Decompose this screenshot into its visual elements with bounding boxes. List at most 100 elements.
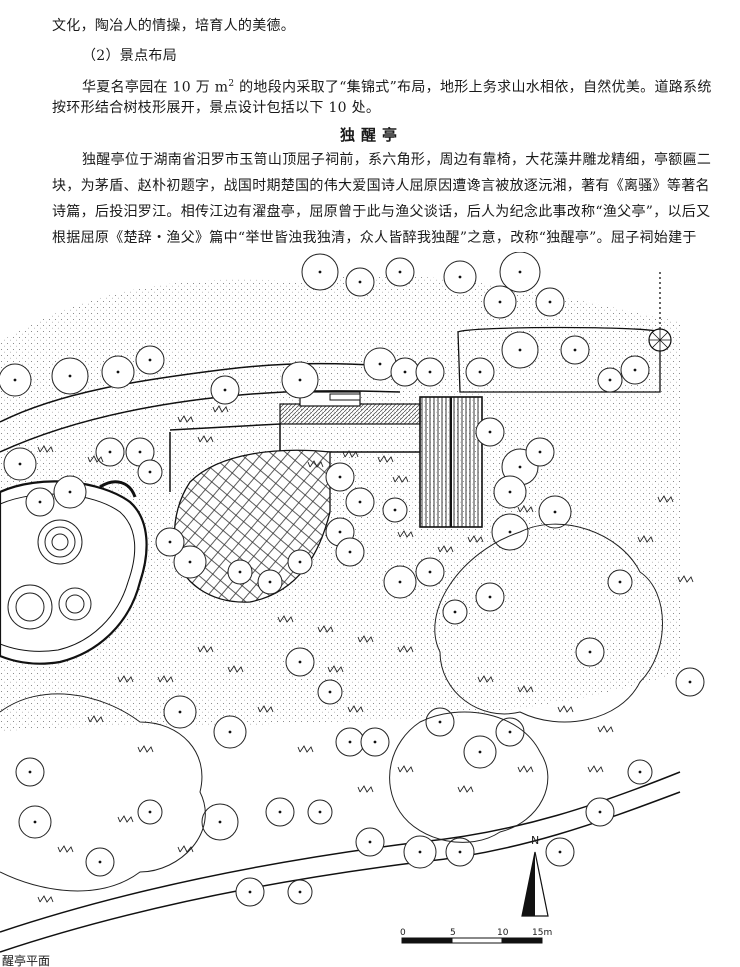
shrub-symbol-icon <box>157 675 174 683</box>
tree-symbol-icon <box>390 357 420 387</box>
shrub-symbol-icon <box>257 705 274 713</box>
shrub-symbol-icon <box>467 535 484 543</box>
tree-symbol-icon <box>163 695 197 729</box>
tree-symbol-icon <box>493 475 527 509</box>
tree-symbol-icon <box>560 335 590 365</box>
shrub-symbol-icon <box>297 745 314 753</box>
tree-symbol-icon <box>483 285 517 319</box>
shrub-symbol-icon <box>327 665 344 673</box>
tree-symbol-icon <box>137 459 163 485</box>
tree-symbol-icon <box>325 462 355 492</box>
scale-bar <box>401 937 543 944</box>
tree-symbol-icon <box>137 799 163 825</box>
tree-symbol-icon <box>360 727 390 757</box>
tree-symbol-icon <box>18 805 52 839</box>
tree-symbol-icon <box>501 331 539 369</box>
shrub-symbol-icon <box>597 725 614 733</box>
shrub-symbol-icon <box>397 645 414 653</box>
text-line-3: 华夏名亭园在 10 万 m2 的地段内采取了“集锦式”布局，地形上务求山水相依，… <box>82 74 712 98</box>
tree-symbol-icon <box>525 437 555 467</box>
figure-caption: 醒亭平面 <box>2 954 51 967</box>
tree-symbol-icon <box>335 727 365 757</box>
shrub-symbol-icon <box>517 765 534 773</box>
tree-symbol-icon <box>85 847 115 877</box>
shrub-symbol-icon <box>437 545 454 553</box>
tree-symbol-icon <box>317 679 343 705</box>
tree-symbol-icon <box>627 759 653 785</box>
tree-symbol-icon <box>385 257 415 287</box>
shrub-symbol-icon <box>357 785 374 793</box>
shrub-symbol-icon <box>37 895 54 903</box>
tree-symbol-icon <box>301 253 339 291</box>
shrub-symbol-icon <box>177 415 194 423</box>
shrub-symbol-icon <box>587 765 604 773</box>
section-heading: 独醒亭 <box>340 126 404 144</box>
shrub-symbol-icon <box>397 765 414 773</box>
tree-symbol-icon <box>382 497 408 523</box>
shrub-symbol-icon <box>637 535 654 543</box>
shrub-symbol-icon <box>517 505 534 513</box>
tree-symbol-icon <box>345 487 375 517</box>
north-label: N <box>531 834 540 847</box>
tree-symbol-icon <box>499 252 541 293</box>
tree-symbol-icon <box>25 487 55 517</box>
text-line-3-part-b: 的地段内采取了“集锦式”布局，地形上务求山水相依，自然优美。道路系统 <box>234 79 712 96</box>
tree-symbol-icon <box>213 715 247 749</box>
tree-symbol-icon <box>335 537 365 567</box>
superscript-2: 2 <box>228 79 235 89</box>
tree-symbol-icon <box>3 447 37 481</box>
shrub-symbol-icon <box>477 675 494 683</box>
tree-symbol-icon <box>227 559 253 585</box>
text-line-4: 按环形结合树枝形展开，景点设计包括以下 10 处。 <box>52 100 381 116</box>
tree-symbol-icon <box>443 260 477 294</box>
tree-symbol-icon <box>491 513 529 551</box>
tree-symbol-icon <box>51 357 89 395</box>
scale-tick-5: 5 <box>450 928 456 938</box>
shrub-symbol-icon <box>87 715 104 723</box>
tree-symbol-icon <box>415 557 445 587</box>
shrub-symbol-icon <box>397 530 414 538</box>
tree-symbol-icon <box>597 367 623 393</box>
paragraph-line-1: 独醒亭位于湖南省汨罗市玉笥山顶屈子祠前，系六角形，周边有靠椅，大花藻井雕龙精细，… <box>82 152 712 168</box>
tree-symbol-icon <box>403 835 437 869</box>
text-line-3-part-a: 华夏名亭园在 10 万 m <box>82 79 229 96</box>
shrub-symbol-icon <box>137 745 154 753</box>
tree-symbol-icon <box>173 545 207 579</box>
scale-tick-15m: 15m <box>532 928 553 938</box>
shrub-symbol-icon <box>392 475 409 483</box>
shrub-symbol-icon <box>197 435 214 443</box>
tree-symbol-icon <box>287 879 313 905</box>
tree-symbol-icon <box>265 797 295 827</box>
shrub-symbol-icon <box>557 705 574 713</box>
shrub-symbol-icon <box>317 625 334 633</box>
tree-symbol-icon <box>201 803 239 841</box>
paragraph-line-2: 块，为茅盾、赵朴初题字，战国时期楚国的伟大爱国诗人屈原因遭谗言被放逐沅湘，著有《… <box>52 178 710 194</box>
canopy-outlines <box>0 523 663 892</box>
tree-symbol-icon <box>585 797 615 827</box>
shrub-symbol-icon <box>117 815 134 823</box>
north-arrow-icon <box>521 851 549 917</box>
scale-tick-0: 0 <box>400 928 406 938</box>
trees-layer <box>0 252 705 907</box>
shrub-symbol-icon <box>87 455 104 463</box>
pond <box>0 480 148 665</box>
tree-symbol-icon <box>607 569 633 595</box>
paragraph-line-3: 诗篇，后投汨罗江。相传江边有濯盘亭，屈原曾于此与渔父谈话，后人为纪念此事改称“渔… <box>52 204 711 220</box>
shrub-symbol-icon <box>377 455 394 463</box>
tree-symbol-icon <box>135 345 165 375</box>
tree-symbol-icon <box>281 361 319 399</box>
tree-symbol-icon <box>545 837 575 867</box>
tree-symbol-icon <box>535 287 565 317</box>
compass-rose-icon <box>648 328 672 352</box>
shrub-symbol-icon <box>57 845 74 853</box>
scale-tick-10: 10 <box>497 928 509 938</box>
shrub-symbol-icon <box>212 405 229 413</box>
tree-symbol-icon <box>15 757 45 787</box>
tree-symbol-icon <box>155 527 185 557</box>
tree-symbol-icon <box>415 357 445 387</box>
section-subheading: （2）景点布局 <box>82 48 178 64</box>
tree-symbol-icon <box>345 267 375 297</box>
shrub-symbol-icon <box>37 445 54 453</box>
tree-symbol-icon <box>287 549 313 575</box>
